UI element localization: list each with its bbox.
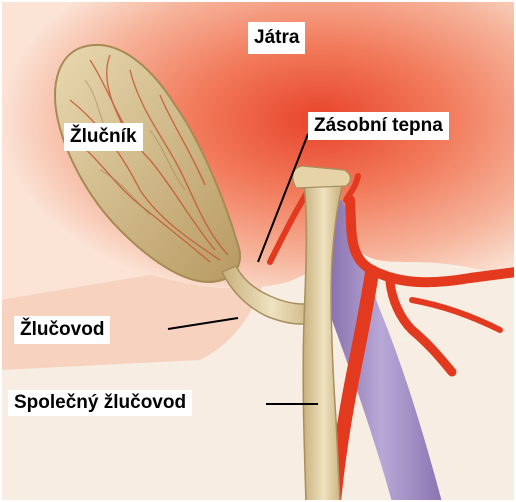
label-artery: Zásobní tepna: [308, 112, 449, 140]
label-gallbladder: Žlučník: [64, 123, 143, 151]
hepatic-duct-branch: [293, 166, 351, 188]
label-cystic-duct: Žlučovod: [14, 316, 110, 344]
label-liver: Játra: [248, 22, 305, 54]
label-common-bile-duct: Společný žlučovod: [8, 390, 192, 416]
